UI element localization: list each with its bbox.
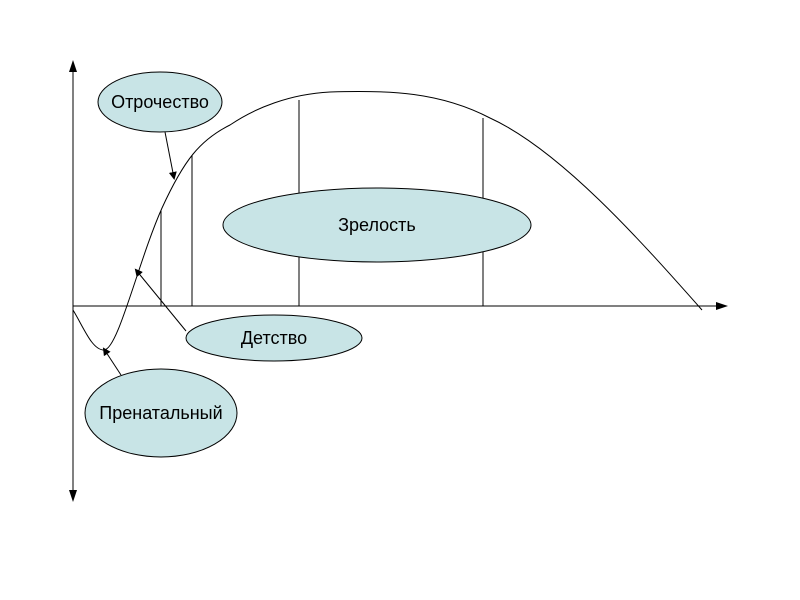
bubble-adolescence: Отрочество: [97, 71, 223, 133]
bubble-maturity: Зрелость: [222, 187, 532, 263]
axis-arrow-up-icon: [69, 60, 77, 72]
bubble-childhood: Детство: [185, 314, 363, 362]
vertical-axis: [69, 60, 77, 502]
pointer-prenatal: [102, 347, 122, 376]
bubble-prenatal: Пренатальный: [84, 368, 238, 458]
axis-arrow-down-icon: [69, 490, 77, 502]
pointer-adolescence: [164, 131, 177, 180]
label-childhood: Детство: [241, 328, 307, 348]
pointer-childhood: [134, 268, 187, 332]
label-adolescence: Отрочество: [111, 92, 209, 112]
development-curve: [72, 90, 703, 351]
horizontal-axis: [73, 302, 728, 310]
axis-arrow-right-icon: [716, 302, 728, 310]
label-prenatal: Пренатальный: [99, 403, 222, 423]
label-maturity: Зрелость: [338, 215, 416, 235]
